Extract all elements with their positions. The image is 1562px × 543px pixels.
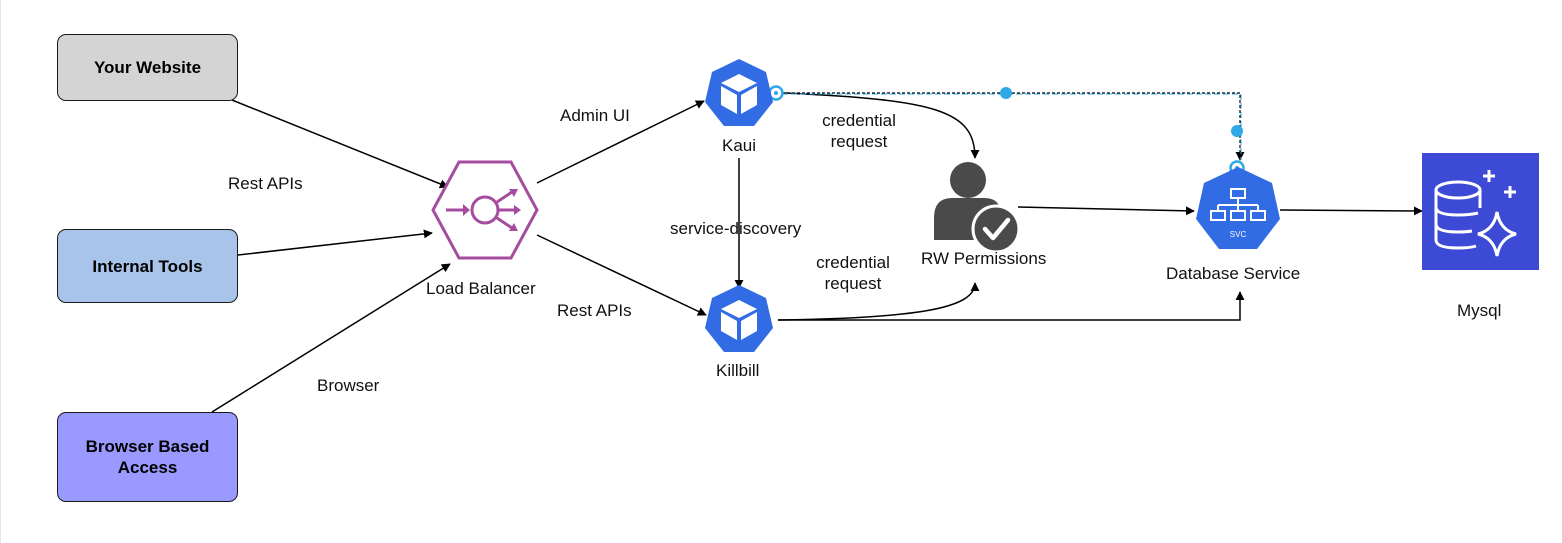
- edge-label-rest-apis-right: Rest APIs: [557, 301, 632, 320]
- edge-lb-to-kaui: [536, 100, 705, 184]
- database-service-label: Database Service: [1166, 264, 1301, 283]
- rw-permissions-label: RW Permissions: [921, 249, 1047, 268]
- internal-tools-box[interactable]: Internal Tools: [57, 229, 238, 303]
- selection-handle-bend[interactable]: [1231, 125, 1243, 137]
- browser-access-box[interactable]: Browser Based Access: [57, 412, 238, 502]
- edge-lb-to-killbill: [536, 234, 707, 316]
- kaui-label: Kaui: [722, 136, 757, 155]
- edge-label-service-discovery: service-discovery: [670, 219, 802, 238]
- edge-kaui-to-dbsvc[interactable]: [782, 92, 1245, 161]
- edge-label-admin-ui: Admin UI: [560, 106, 630, 125]
- edge-label-credential-request-top: credential request: [822, 111, 896, 151]
- edge-killbill-to-dbsvc: [778, 291, 1245, 321]
- your-website-box[interactable]: Your Website: [57, 34, 238, 101]
- edge-website-to-lb: [231, 99, 449, 189]
- mysql-label: Mysql: [1457, 301, 1502, 320]
- load-balancer-icon[interactable]: [431, 160, 539, 260]
- edge-rw-to-dbsvc: [1017, 206, 1195, 216]
- edge-kaui-to-dbsvc-highlight: [782, 93, 1242, 160]
- edges: [211, 92, 1423, 413]
- kubernetes-svc-icon[interactable]: SVC: [1196, 167, 1280, 249]
- azure-sql-database-icon[interactable]: [1422, 153, 1539, 270]
- edge-label-credential-request-bottom: credential request: [816, 253, 890, 293]
- canvas-border: [0, 0, 1, 543]
- edge-killbill-to-rw: [777, 282, 980, 321]
- svc-icon-text: SVC: [1230, 230, 1247, 239]
- edge-internal-to-lb: [237, 229, 433, 256]
- edge-label-browser: Browser: [317, 376, 380, 395]
- kubernetes-pod-icon[interactable]: [705, 285, 773, 352]
- load-balancer-label: Load Balancer: [426, 279, 536, 298]
- edge-label-rest-apis-left: Rest APIs: [228, 174, 303, 193]
- selection-handle-mid[interactable]: [1000, 87, 1012, 99]
- edge-dbsvc-to-mysql: [1279, 206, 1423, 216]
- killbill-label: Killbill: [716, 361, 760, 380]
- edge-browser-to-lb: [211, 263, 451, 413]
- kubernetes-pod-icon[interactable]: [705, 59, 773, 126]
- user-check-icon[interactable]: [934, 162, 1021, 254]
- edge-kaui-to-rw: [784, 92, 980, 159]
